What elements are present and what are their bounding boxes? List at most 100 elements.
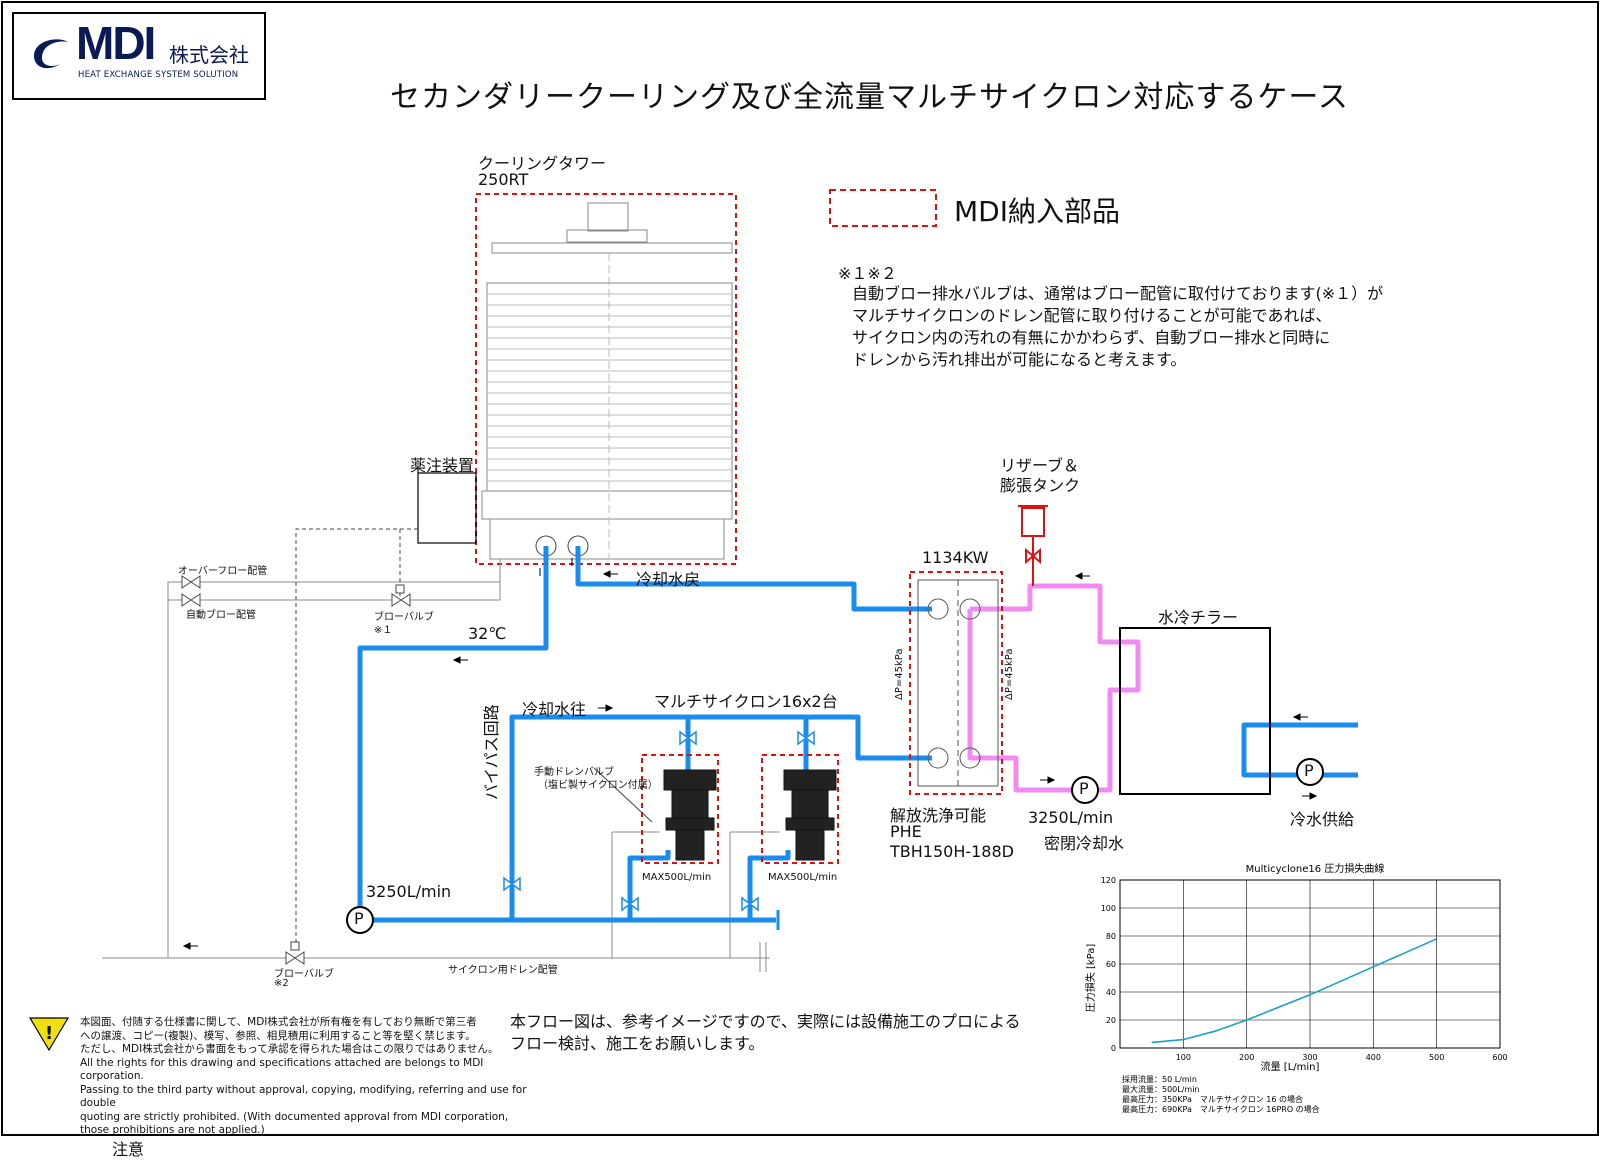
chart-xtick-label: 500 [1429, 1053, 1444, 1062]
company-name: MDI [76, 17, 156, 69]
pump-symbols [346, 758, 1324, 934]
multicyclone-units [663, 769, 837, 861]
chart-spec-2: 最大流量：500L/min [1122, 1084, 1200, 1094]
reserve-tank-label-2: 膨張タンク [1000, 476, 1081, 495]
phe-desc-2: PHE [890, 822, 922, 841]
max-flow-2: MAX500L/min [768, 872, 838, 883]
chart-ytick-label: 20 [1106, 1016, 1116, 1025]
chart-ytick-label: 0 [1111, 1044, 1116, 1053]
cyclone-2-mdi-box [761, 754, 839, 864]
water-chiller [1119, 627, 1271, 795]
cooling-tower [481, 202, 733, 560]
chart-xtick-label: 600 [1492, 1053, 1507, 1062]
multicyclone-label: マルチサイクロン16x2台 [654, 692, 838, 711]
bypass-label: バイパス回路 [482, 704, 501, 800]
note-line-1: 自動ブロー排水バルブは、通常はブロー配管に取付けております(※１）が [852, 284, 1384, 303]
flow-arrows [182, 558, 1318, 950]
chart-spec-3: 最高圧力：350KPa マルチサイクロン 16 の場合 [1122, 1094, 1303, 1104]
chilled-supply-label: 冷水供給 [1290, 810, 1355, 829]
page-title: セカンダリークーリング及び全流量マルチサイクロン対応するケース [390, 80, 1349, 115]
chart-ytick-label: 40 [1106, 988, 1116, 997]
pipe-valves [503, 730, 815, 912]
logo-swoosh-icon [34, 39, 68, 69]
disclaimer: 本図面、付随する仕様書に関して、MDI株式会社が所有権を有しており無断で第三者 … [80, 1016, 527, 1136]
tower-capacity: 250RT [478, 170, 529, 189]
closed-pump-icon [1071, 776, 1099, 804]
tower-louvers [487, 253, 732, 559]
chart-xtick-label: 200 [1239, 1053, 1254, 1062]
closed-water-pipes [967, 583, 1141, 793]
chart-xtick-label: 100 [1176, 1053, 1191, 1062]
chart-ylabel: 圧力損失 [kPa] [1084, 944, 1097, 1013]
note-marker: ※１※２ [838, 264, 897, 283]
pressure-loss-chart: Multicyclone16 圧力損失曲線 0 20 40 60 80 100 120 100… [1084, 862, 1508, 1114]
company-tagline: HEAT EXCHANGE SYSTEM SOLUTION [78, 70, 239, 80]
note-line-2: マルチサイクロンのドレン配管に取り付けることが可能であれば、 [852, 306, 1332, 325]
auto-blow-pipe-label: 自動ブロー配管 [186, 610, 256, 621]
chart-spec-4: 最高圧力：690KPa マルチサイクロン 16PRO の場合 [1122, 1104, 1320, 1114]
drain-valve-leader [593, 767, 653, 823]
manual-drain-label-1: 手動ドレンバルブ [534, 767, 614, 778]
phe-dp-left: ΔP=45kPa [894, 648, 905, 700]
phe-desc-1: 解放洗浄可能 [890, 806, 987, 825]
company-suffix: 株式会社 [169, 43, 249, 67]
pump-letter-2: P [1079, 779, 1089, 798]
pump-letter-1: P [354, 909, 364, 928]
chilled-pump-icon [1296, 758, 1324, 786]
chart-xtick-label: 400 [1366, 1053, 1381, 1062]
drain-pipe-label: サイクロン用ドレン配管 [448, 965, 558, 976]
cooling-supply-label: 冷却水往 [522, 700, 587, 719]
reserve-tank-label-1: リザーブ＆ [1000, 456, 1080, 475]
chem-injection-label: 薬注装置 [410, 456, 475, 475]
chart-spec-1: 採用流量：50 L/min [1122, 1074, 1197, 1084]
chiller-label: 水冷チラー [1158, 608, 1239, 627]
chart-ytick-label: 60 [1106, 960, 1116, 969]
cyclone-1-mdi-box [641, 754, 719, 864]
chem-injection-unit [417, 472, 477, 544]
manual-valves [181, 575, 411, 965]
chart-grid [1120, 879, 1501, 1049]
temperature-label: 32℃ [468, 624, 507, 643]
pump-flow-label: 3250L/min [366, 882, 452, 901]
blow-valve-1-label: ブローバルブ [374, 612, 434, 623]
phe-capacity: 1134KW [922, 548, 989, 567]
max-flow-1: MAX500L/min [642, 872, 712, 883]
drain-piping [102, 559, 780, 972]
cooling-return-label: 冷却水戻 [636, 570, 701, 589]
reference-notice-2: フロー検討、施工をお願いします。 [510, 1034, 765, 1053]
expansion-tank [1018, 505, 1048, 586]
note-line-3: サイクロン内の汚れの有無にかかわらず、自動ブロー排水と同時に [852, 328, 1331, 347]
phe-desc-3: TBH150H-188D [890, 842, 1014, 861]
blow-valve-2-label: ブローバルブ [274, 969, 334, 980]
tower-name: クーリングタワー [478, 154, 607, 173]
cooling-pump-icon [346, 906, 374, 934]
mdi-parts-legend: MDI納入部品 [954, 195, 1120, 228]
chart-ytick-label: 120 [1101, 876, 1116, 885]
mdi-parts-legend-box [829, 189, 937, 227]
overflow-pipe-label: オーバーフロー配管 [178, 566, 268, 577]
page-border [1, 1, 1599, 1136]
phe-mdi-box [909, 571, 1003, 795]
tower-mdi-box [475, 193, 737, 565]
chart-xtick-label: 300 [1302, 1053, 1317, 1062]
manual-drain-label-2: （塩ビ製サイクロン付属） [538, 780, 658, 791]
chart-series-line [1151, 938, 1438, 1044]
phe-dp-right: ΔP=45kPa [1004, 648, 1015, 700]
caution-icon [28, 1017, 70, 1052]
company-logo: MDI 株式会社 HEAT EXCHANGE SYSTEM SOLUTION [12, 12, 266, 100]
blow-valve-2-mark: ※2 [274, 978, 289, 989]
blow-valve-1-mark: ※１ [374, 625, 393, 636]
plate-heat-exchanger [917, 579, 999, 787]
pump-letter-3: P [1304, 761, 1314, 780]
chart-plot-area [1119, 879, 1501, 1049]
caution-label: 注意 [112, 1140, 145, 1159]
chart-title: Multicyclone16 圧力損失曲線 [1246, 862, 1385, 875]
reference-notice-1: 本フロー図は、参考イメージですので、実際には設備施工のプロによる [510, 1012, 1021, 1031]
chart-axes: 0 20 40 60 80 100 120 100 200 300 400 500 600 [1101, 876, 1508, 1062]
closed-flow-label: 3250L/min [1028, 808, 1114, 827]
chart-ytick-label: 100 [1101, 904, 1116, 913]
chart-ytick-label: 80 [1106, 932, 1116, 941]
closed-water-label: 密閉冷却水 [1044, 834, 1125, 853]
